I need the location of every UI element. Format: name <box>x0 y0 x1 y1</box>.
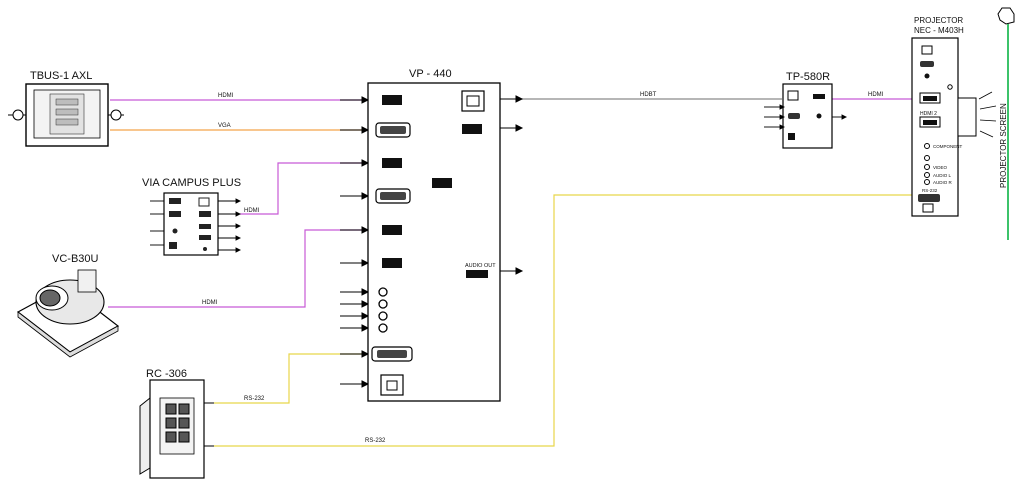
tp-title: TP-580R <box>786 71 830 83</box>
rs232-cable-rc-projector <box>214 194 912 447</box>
keypad-button-icon <box>165 417 177 429</box>
rc-rs232-label-a: RS-232 <box>244 396 265 402</box>
keypad-button-icon <box>165 431 177 443</box>
vp-title: VP - 440 <box>409 68 452 80</box>
vp-input-arrows <box>340 96 370 388</box>
vp-audio-out-label: AUDIO OUT <box>465 263 496 269</box>
keypad-button-icon <box>165 403 177 415</box>
hdmi-port-icon <box>382 95 402 105</box>
projector-video-label: VIDEO <box>933 165 948 170</box>
rs232-port-icon <box>918 194 940 202</box>
hdmi-port-icon <box>382 225 402 235</box>
port-icon <box>199 224 211 229</box>
vp-output-arrows <box>500 95 524 275</box>
component-jack-icon <box>924 143 930 149</box>
audio-r-jack-icon <box>924 179 930 185</box>
tbus-vga-cable-label: VGA <box>218 123 231 129</box>
projector-screen-label: PROJECTOR SCREEN <box>999 103 1008 188</box>
keypad-button-icon <box>178 417 190 429</box>
lan-port-icon <box>921 45 933 55</box>
mount-screw-icon <box>12 109 24 121</box>
port-icon <box>169 242 177 249</box>
cable-layer <box>108 98 912 447</box>
audio-out-terminal-icon <box>466 270 488 278</box>
audio-jack-icon <box>924 73 930 79</box>
projector-lens-icon <box>957 97 977 137</box>
component-jack-icon <box>924 155 930 161</box>
rc-title: RC -306 <box>146 368 187 380</box>
projector-rs232-label: RS-232 <box>922 188 938 193</box>
tbus-device: TBUS-1 AXL HDMI VGA <box>8 70 234 147</box>
projector-hdmi2-label: HDMI 2 <box>920 111 937 117</box>
port-icon <box>788 133 795 140</box>
rc-keypad-device: RC -306 RS-232 RS-232 <box>139 368 386 479</box>
vp-switcher-device: VP - 440 AUDIO OUT <box>367 68 501 402</box>
ethernet-port-icon <box>198 197 210 207</box>
hdbt-in-port-icon <box>787 90 799 101</box>
vga-port-icon <box>920 61 934 67</box>
video-jack-icon <box>924 164 930 170</box>
projector-device: PROJECTOR NEC - M403H HDMI 2 COMPONENT V… <box>911 16 997 217</box>
vc-title: VC-B30U <box>52 253 99 265</box>
audio-jack-icon <box>378 287 388 297</box>
port-icon <box>169 198 181 204</box>
tp-receiver-device: TP-580R HDBT HDMI <box>640 71 884 149</box>
via-hdmi-cable-label: HDMI <box>244 208 260 214</box>
port-icon <box>199 235 211 240</box>
keypad-button-icon <box>178 403 190 415</box>
projector-component-label: COMPONENT <box>933 144 963 149</box>
projector-audio-l-label: AUDIO L <box>933 173 952 178</box>
lan-port-icon <box>922 203 934 213</box>
mount-screw-icon <box>110 109 122 121</box>
rs232-port-icon <box>788 113 800 119</box>
audio-jack-icon <box>378 323 388 333</box>
port-icon <box>199 211 211 217</box>
projector-model: NEC - M403H <box>914 26 964 35</box>
vc-camera-device: VC-B30U HDMI <box>16 253 218 358</box>
audio-jack-icon <box>378 299 388 309</box>
hdmi-port-icon <box>923 96 937 101</box>
hdmi-cable-via-vp <box>240 162 362 215</box>
keypad-button-icon <box>178 431 190 443</box>
hdmi-out-port-icon <box>462 124 482 134</box>
hdmi-port-icon <box>432 178 452 188</box>
projector-title: PROJECTOR <box>914 16 963 25</box>
via-title: VIA CAMPUS PLUS <box>142 177 241 189</box>
port-icon <box>172 228 178 234</box>
vc-hdmi-cable-label: HDMI <box>202 300 218 306</box>
hdmi-port-icon <box>382 158 402 168</box>
rc-rs232-label-b: RS-232 <box>365 438 386 444</box>
hdmi-out-port-icon <box>813 94 825 99</box>
via-device: VIA CAMPUS PLUS HDMI <box>142 177 260 256</box>
projector-screen: PROJECTOR SCREEN <box>997 7 1015 240</box>
tp-hdmi-cable-label: HDMI <box>868 92 884 98</box>
hdmi-port-icon <box>923 120 937 125</box>
hdmi-cable-vc-vp <box>108 229 362 308</box>
tbus-title: TBUS-1 AXL <box>30 70 92 82</box>
tbus-hdmi-cable-label: HDMI <box>218 93 234 99</box>
port-icon <box>203 247 207 251</box>
ir-port-icon <box>816 113 822 119</box>
rs232-cable-rc-vp <box>214 353 362 404</box>
port-icon <box>169 211 181 217</box>
audio-l-jack-icon <box>924 172 930 178</box>
hdmi-port-icon <box>382 258 402 268</box>
audio-jack-icon <box>378 311 388 321</box>
hdbt-cable-label: HDBT <box>640 92 657 98</box>
projector-audio-r-label: AUDIO R <box>933 180 953 185</box>
